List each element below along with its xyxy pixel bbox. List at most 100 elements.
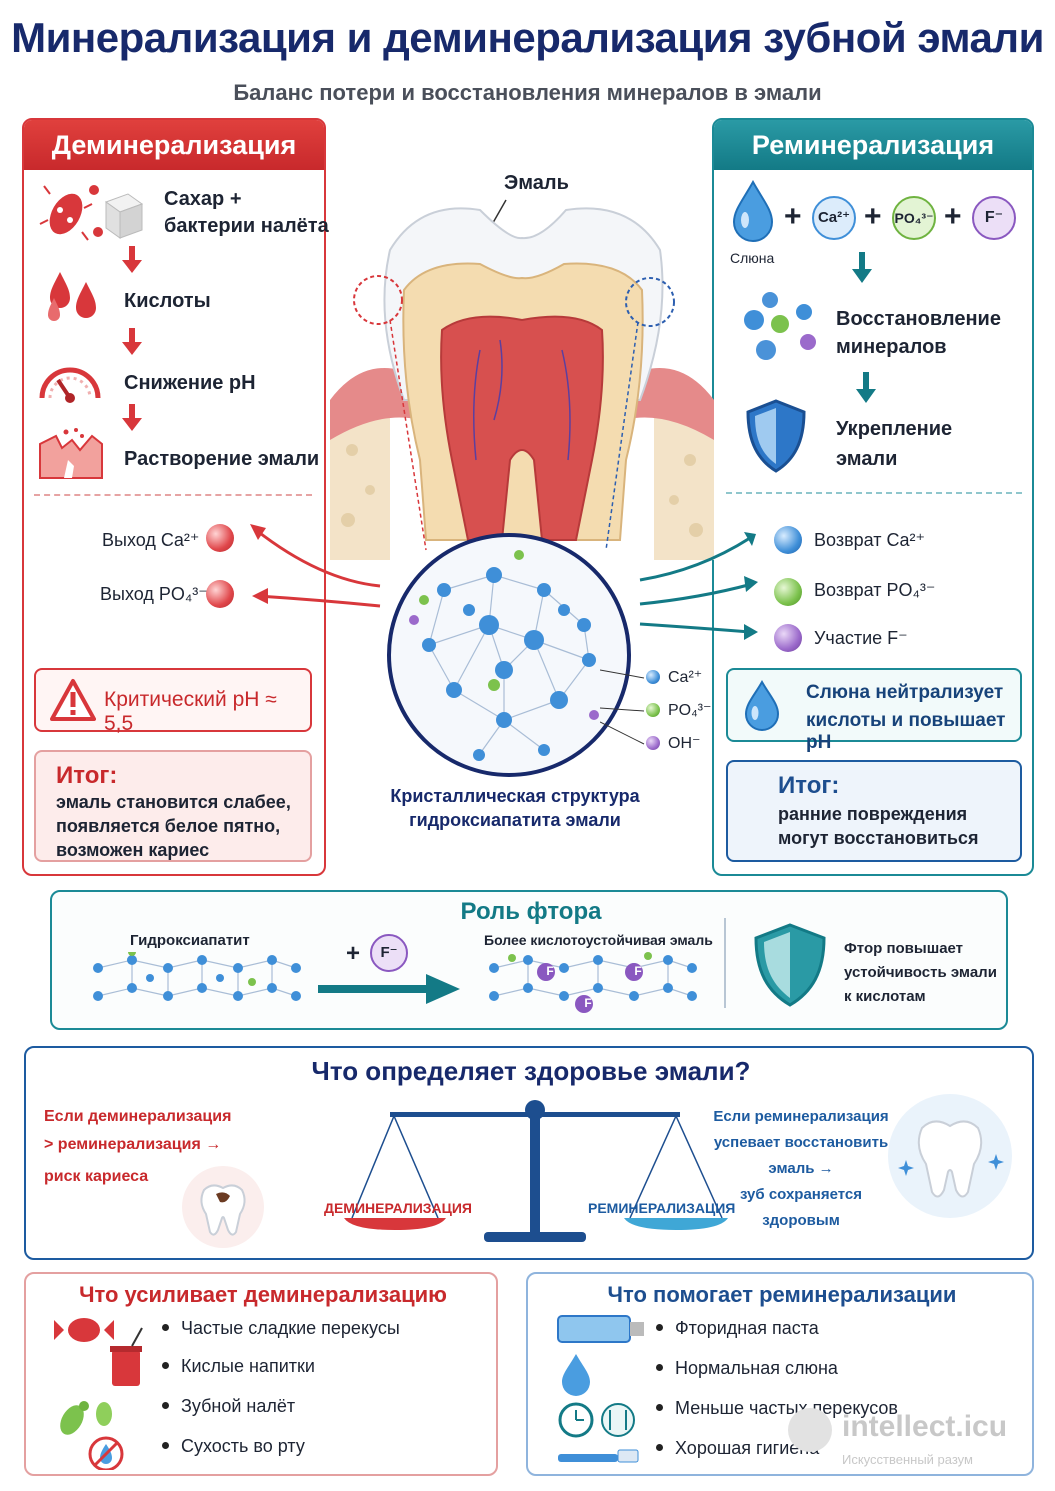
po4-ion-ball bbox=[206, 580, 234, 608]
fluoridated-lattice bbox=[489, 952, 697, 1013]
arrow-down-icon bbox=[122, 246, 142, 273]
balance-title: Что определяет здоровье эмали? bbox=[311, 1056, 751, 1086]
divider bbox=[726, 492, 1022, 494]
oh-legend-label: OH⁻ bbox=[668, 735, 701, 752]
fluoride-note-line: Фтор повышает bbox=[844, 940, 964, 957]
remin-summary-title: Итог: bbox=[778, 772, 840, 799]
demin-factor-label: Зубной налёт bbox=[181, 1396, 296, 1416]
ph-gauge-icon bbox=[39, 367, 101, 403]
crystal-caption-line: гидроксиапатита эмали bbox=[409, 810, 621, 830]
step-strengthen-2: эмали bbox=[836, 448, 898, 470]
po4-return-label: Возврат PO₄³⁻ bbox=[814, 580, 936, 600]
remin-summary-line: ранние повреждения bbox=[778, 804, 968, 824]
remin-factors-title: Что помогает реминерализации bbox=[607, 1282, 957, 1307]
warning-icon bbox=[50, 679, 96, 721]
po4-legend-dot bbox=[646, 703, 660, 717]
plus-sign: + bbox=[346, 940, 361, 967]
demin-factor-item: Зубной налёт bbox=[162, 1396, 295, 1417]
watermark-site: intellect.icu bbox=[842, 1410, 1008, 1443]
plus-sign: + bbox=[864, 200, 882, 233]
remin-factor-label: Меньше частых перекусов bbox=[675, 1398, 898, 1418]
step-bacteria: бактерии налёта bbox=[164, 215, 329, 237]
demin-factor-item: Сухость во рту bbox=[162, 1436, 305, 1457]
fluoride-note-line: устойчивость эмали bbox=[844, 964, 997, 981]
ca-legend-dot bbox=[646, 670, 660, 684]
bullet bbox=[162, 1441, 169, 1449]
enamel-label: Эмаль bbox=[504, 172, 569, 194]
ca-ion-circle: Ca²⁺ bbox=[812, 196, 856, 240]
demin-summary-title: Итог: bbox=[56, 762, 118, 789]
arrow-down-icon bbox=[852, 252, 872, 283]
f-mark: F bbox=[584, 996, 592, 1010]
acid-drops-icon bbox=[48, 272, 96, 321]
demin-factor-label: Частые сладкие перекусы bbox=[181, 1318, 400, 1338]
demineralization-title: Деминерализация bbox=[24, 120, 324, 170]
demin-summary-box: Итог: эмаль становится слабее, появляетс… bbox=[34, 750, 312, 862]
balance-right-text: здоровым bbox=[762, 1212, 840, 1229]
remin-factor-item: Нормальная слюна bbox=[656, 1358, 838, 1379]
remin-factor-item: Меньше частых перекусов bbox=[656, 1398, 898, 1419]
bullet bbox=[656, 1443, 663, 1451]
remin-factor-item: Хорошая гигиена bbox=[656, 1438, 819, 1459]
demin-factor-label: Сухость во рту bbox=[181, 1436, 305, 1456]
page-subtitle: Баланс потери и восстановления минералов… bbox=[233, 80, 822, 105]
demin-factors-icons bbox=[54, 1318, 143, 1470]
step-strengthen: Укрепление bbox=[836, 418, 953, 440]
crystal-caption-line: Кристаллическая структура bbox=[390, 786, 640, 806]
ca-release-label: Выход Ca²⁺ bbox=[102, 530, 200, 550]
arrow-down-icon bbox=[122, 328, 142, 355]
remin-factors-section: Что помогает реминерализации Фторидная п… bbox=[526, 1272, 1034, 1476]
arrow-down-icon bbox=[122, 404, 142, 431]
balance-right-text: эмаль → bbox=[768, 1160, 834, 1177]
ion-flow-arrows bbox=[250, 524, 758, 640]
step-restore-minerals-2: минералов bbox=[836, 336, 947, 358]
po4-ion-ball bbox=[774, 578, 802, 606]
step-restore-minerals: Восстановление bbox=[836, 308, 1001, 330]
saliva-neutralizes-box: Слюна нейтрализует кислоты и повышает pH bbox=[726, 668, 1022, 753]
ca-ion-ball bbox=[206, 524, 234, 552]
step-ph-drop: Снижение pH bbox=[124, 372, 256, 394]
oh-legend-dot bbox=[646, 736, 660, 750]
bullet bbox=[656, 1403, 663, 1411]
divider bbox=[34, 494, 312, 496]
saliva-drop-icon bbox=[732, 180, 774, 242]
demineralization-panel: Деминерализация bbox=[22, 118, 326, 876]
f-ion-circle: F⁻ bbox=[370, 934, 408, 972]
remineralization-title: Реминерализация bbox=[714, 120, 1032, 170]
balance-left-text: риск кариеса bbox=[44, 1168, 149, 1185]
saliva-box-line: кислоты и повышает pH bbox=[806, 710, 1006, 753]
saliva-box-line: Слюна нейтрализует bbox=[806, 682, 1004, 703]
watermark-tagline: Искусственный разум bbox=[842, 1452, 973, 1467]
balance-right-text: Если реминерализация bbox=[713, 1108, 889, 1125]
po4-legend-label: PO₄³⁻ bbox=[668, 702, 712, 719]
dissolving-enamel-icon bbox=[39, 428, 103, 479]
hydroxyapatite-lattice bbox=[93, 952, 301, 1001]
right-pan-label: РЕМИНЕРАЛИЗАЦИЯ bbox=[588, 1200, 736, 1216]
demin-factor-item: Частые сладкие перекусы bbox=[162, 1318, 400, 1339]
f-ion-circle: F⁻ bbox=[972, 196, 1016, 240]
balance-right-text: успевает восстановить bbox=[713, 1134, 889, 1151]
divider bbox=[724, 918, 726, 1008]
demin-factor-label: Кислые напитки bbox=[181, 1356, 315, 1376]
ca-legend-label: Ca²⁺ bbox=[668, 669, 703, 686]
bullet bbox=[656, 1363, 663, 1371]
plus-sign: + bbox=[784, 200, 802, 233]
decayed-tooth-icon bbox=[182, 1166, 264, 1248]
demin-summary-line: эмаль становится слабее, bbox=[56, 792, 291, 812]
left-pan-label: ДЕМИНЕРАЛИЗАЦИЯ bbox=[324, 1200, 472, 1216]
bullet bbox=[656, 1323, 663, 1331]
arrow-down-icon bbox=[856, 372, 876, 403]
remin-summary-box: Итог: ранние повреждения могут восстанов… bbox=[726, 760, 1022, 862]
watermark-logo-icon bbox=[788, 1408, 832, 1452]
water-drop-icon bbox=[744, 680, 780, 731]
remin-factor-label: Фторидная паста bbox=[675, 1318, 819, 1338]
legend-pointer-lines bbox=[600, 669, 645, 745]
ca-return-label: Возврат Ca²⁺ bbox=[814, 530, 926, 550]
healthy-tooth-icon bbox=[888, 1094, 1012, 1218]
demin-summary-line: возможен кариес bbox=[56, 840, 210, 860]
remin-factor-label: Нормальная слюна bbox=[675, 1358, 838, 1378]
page-title: Минерализация и деминерализация зубной э… bbox=[11, 14, 1044, 61]
critical-ph-box: Критический pH ≈ 5,5 bbox=[34, 668, 312, 735]
balance-left-text: Если деминерализация bbox=[44, 1108, 232, 1125]
shield-icon bbox=[746, 399, 806, 473]
